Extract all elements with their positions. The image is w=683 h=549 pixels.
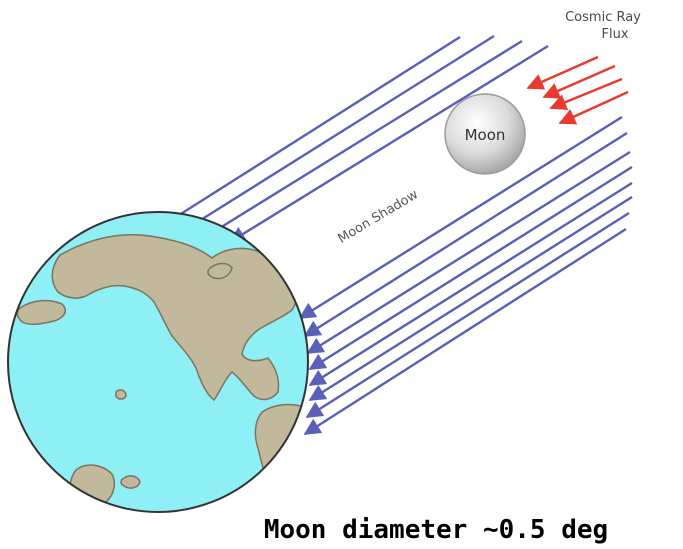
moon: Moon <box>444 93 526 175</box>
caption: Moon diameter ~0.5 deg <box>264 515 608 545</box>
south-america-landmass <box>254 403 308 498</box>
moon-sphere <box>444 93 526 175</box>
earth <box>7 211 309 513</box>
southern-landmass <box>69 464 116 509</box>
flux-arrows-lower <box>298 115 633 436</box>
cosmic-ray-label-line2: Flux <box>601 27 628 42</box>
flux-arrow <box>308 165 633 371</box>
flux-arrows-upper <box>144 34 549 244</box>
flux-arrow <box>308 181 633 387</box>
flux-arrow <box>305 211 630 419</box>
flux-arrow <box>200 39 523 241</box>
flux-arrow <box>298 115 623 320</box>
western-landmass <box>16 299 66 326</box>
flux-arrow <box>306 150 631 355</box>
north-america-landmass <box>51 234 299 402</box>
moon-label: Moon <box>465 126 506 144</box>
earth-outline <box>7 211 309 513</box>
cosmic-ray-arrow <box>542 64 616 99</box>
moon-shadow-label: Moon Shadow <box>335 187 421 247</box>
flux-arrow <box>303 131 628 338</box>
cosmic-ray-label-line1: Cosmic Ray <box>565 10 641 25</box>
flux-arrow <box>228 44 549 244</box>
cosmic-ray-arrows <box>526 55 629 125</box>
flux-arrow <box>303 227 627 436</box>
cosmic-ray-arrow <box>549 77 623 111</box>
southern-island <box>120 475 141 489</box>
flux-arrow <box>170 34 495 240</box>
pacific-island <box>115 389 127 400</box>
cosmic-ray-arrow <box>558 90 629 125</box>
flux-arrow <box>308 195 633 402</box>
arctic-island <box>207 262 233 280</box>
cosmic-ray-arrow <box>526 55 599 90</box>
flux-arrow <box>144 35 461 238</box>
